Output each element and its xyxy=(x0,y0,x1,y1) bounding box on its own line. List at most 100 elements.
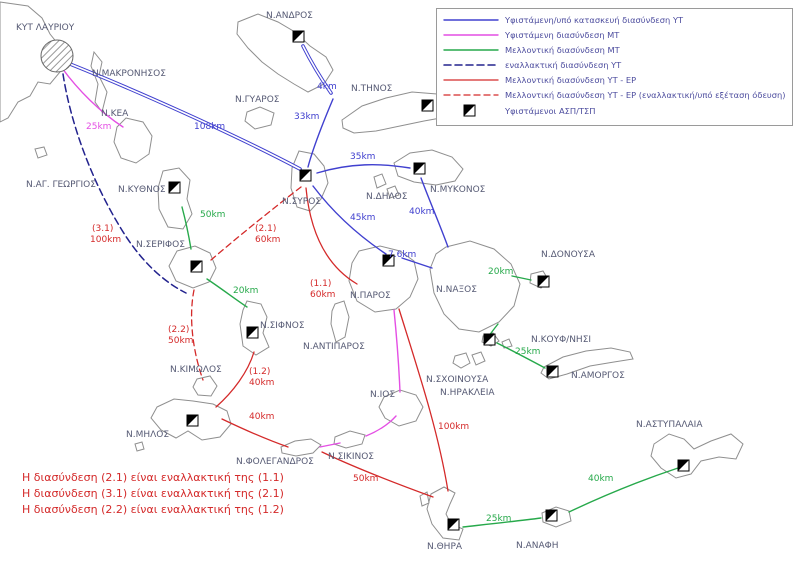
legend-item-ep: Μελλοντική διασύνδεση ΥΤ - ΕΡ xyxy=(505,75,636,85)
link-mv-lavrio-kea xyxy=(61,67,124,128)
ep-label-1-1: (1.1) 60km xyxy=(310,279,335,300)
notes: Η διασύνδεση (2.1) είναι εναλλακτική της… xyxy=(22,471,284,516)
island-agios-georgios-shape xyxy=(34,146,48,159)
label-anafi: Ν.ΑΝΑΦΗ xyxy=(516,541,559,551)
asp-icon-syros xyxy=(299,169,312,182)
island-delos-shape xyxy=(373,173,387,189)
island-labels: ΚΥΤ ΛΑΥΡΙΟΥ Ν.ΜΑΚΡΟΝΗΣΟΣ Ν.ΚΕΑ Ν.ΑΝΔΡΟΣ … xyxy=(16,11,703,552)
label-serifos: Ν.ΣΕΡΙΦΟΣ xyxy=(136,240,185,250)
asp-icon-milos xyxy=(186,414,199,427)
island-folegandros-shape xyxy=(280,438,322,457)
distance-folegandros-thira: 50km xyxy=(353,474,378,484)
legend-item-mv: Υφιστάμενη διασύνδεση ΜΤ xyxy=(504,30,620,40)
label-kythnos: Ν.ΚΥΘΝΟΣ xyxy=(118,185,166,195)
link-hv-tinos-syros xyxy=(307,98,334,168)
island-gyaros-shape xyxy=(244,106,275,130)
islet-south-milos-shape xyxy=(134,441,145,452)
ep-label-1-2-km: 40km xyxy=(249,378,274,388)
link-mv-serifos-sifnos xyxy=(206,278,248,308)
link-ep-milos-folegandros xyxy=(221,418,289,448)
ep-label-2-2-id: (2.2) xyxy=(168,325,189,335)
ep-label-2-1-id: (2.1) xyxy=(255,224,276,234)
label-paros: Ν.ΠΑΡΟΣ xyxy=(350,291,391,301)
label-agios-georgios: Ν.ΑΓ. ΓΕΩΡΓΙΟΣ xyxy=(26,180,96,190)
label-astypalaia: Ν.ΑΣΤΥΠΑΛΑΙΑ xyxy=(636,420,703,430)
legend-box xyxy=(436,8,793,126)
legend-item-ep-alt: Μελλοντική διασύνδεση ΥΤ - ΕΡ (εναλλακτι… xyxy=(505,90,785,100)
link-ep-syros-paros xyxy=(305,187,358,285)
link-hv-mykonos-naxos xyxy=(420,177,449,248)
label-andros: Ν.ΑΝΔΡΟΣ xyxy=(266,11,313,21)
legend-item-hv: Υφιστάμενη/υπό κατασκευή διασύνδεση ΥΤ xyxy=(504,15,684,25)
link-mv-naxos-donousa xyxy=(511,275,532,281)
island-kimolos-shape xyxy=(192,375,218,397)
island-naxos-shape xyxy=(429,240,521,333)
ep-label-3-1-id: (3.1) xyxy=(92,224,113,234)
distance-koufonisi-amorgos: 25km xyxy=(515,347,540,357)
link-hv-syros-mykonos xyxy=(316,164,411,174)
asp-icon-thira xyxy=(447,518,460,531)
ep-label-2-1-km: 60km xyxy=(255,235,280,245)
island-kythnos-shape xyxy=(157,167,193,230)
ep-label-1-1-km: 60km xyxy=(310,290,335,300)
island-thira-shape xyxy=(426,486,464,541)
link-ep-alt-serifos-syros xyxy=(210,186,302,261)
island-andros-shape xyxy=(236,13,334,93)
distance-naxos-donousa: 20km xyxy=(488,267,513,277)
label-mykonos: Ν.ΜΥΚΟΝΟΣ xyxy=(430,185,486,195)
kyt-lavrio-substation-icon xyxy=(40,39,74,73)
ep-label-3-1-km: 100km xyxy=(90,235,121,245)
distance-lavrio-syros: 108km xyxy=(194,122,225,132)
link-alt-hv-lavrio-serifos xyxy=(62,73,187,294)
asp-icon-andros xyxy=(292,30,305,43)
island-paros-shape xyxy=(348,245,419,313)
distance-lavrio-kea: 25km xyxy=(86,122,111,132)
distance-tinos-syros: 33km xyxy=(294,112,319,122)
link-hv-lavrio-syros-inner xyxy=(69,63,301,170)
label-thira: Ν.ΘΗΡΑ xyxy=(427,542,463,552)
island-tinos-shape xyxy=(341,91,453,134)
distance-syros-mykonos: 35km xyxy=(350,152,375,162)
distance-thira-anafi: 25km xyxy=(486,514,511,524)
label-amorgos: Ν.ΑΜΟΡΓΟΣ xyxy=(571,371,625,381)
label-tinos: Ν.ΤΗΝΟΣ xyxy=(351,84,393,94)
link-mv-ios-sikinos xyxy=(365,415,397,437)
link-mv-kythnos-serifos xyxy=(181,206,192,250)
ep-label-2-2: (2.2) 50km xyxy=(168,325,193,346)
island-kea-shape xyxy=(113,117,153,164)
asp-icon-serifos xyxy=(190,260,203,273)
label-naxos: Ν.ΝΑΞΟΣ xyxy=(436,285,477,295)
label-lavrio: ΚΥΤ ΛΑΥΡΙΟΥ xyxy=(16,23,75,33)
distance-paros-thira: 100km xyxy=(438,422,469,432)
island-mykonos-shape xyxy=(393,149,464,186)
asp-icon-amorgos xyxy=(546,365,559,378)
legend-item-alt-hv: εναλλακτική διασύνδεση ΥΤ xyxy=(505,60,622,70)
label-delos: Ν.ΔΗΛΟΣ xyxy=(366,192,408,202)
asp-icon-astypalaia xyxy=(677,459,690,472)
label-irakleia: Ν.ΗΡΑΚΛΕΙΑ xyxy=(440,388,495,398)
label-antiparos: Ν.ΑΝΤΙΠΑΡΟΣ xyxy=(303,342,365,352)
asp-icon-koufonisi xyxy=(483,333,496,346)
link-ep-sifnos-milos xyxy=(215,351,255,408)
link-mv-sikinos-folegandros xyxy=(319,442,341,448)
link-ep-folegandros-thira xyxy=(321,451,434,498)
asp-icon-kythnos xyxy=(168,181,181,194)
label-koufonisi: Ν.ΚΟΥΦ/ΝΗΣΙ xyxy=(531,335,591,345)
island-schinousa-shape xyxy=(471,351,486,366)
island-ios-shape xyxy=(378,389,424,427)
ep-label-2-1: (2.1) 60km xyxy=(255,224,280,245)
label-schinousa: Ν.ΣΧΟΙΝΟΥΣΑ xyxy=(426,375,489,385)
label-makronisos: Ν.ΜΑΚΡΟΝΗΣΟΣ xyxy=(92,69,166,79)
link-mv-koufonisi-amorgos xyxy=(496,342,546,369)
asp-icon-donousa xyxy=(537,275,550,288)
label-sikinos: Ν.ΣΙΚΙΝΟΣ xyxy=(328,452,374,462)
asp-icon-tinos xyxy=(421,99,434,112)
distance-syros-paros: 45km xyxy=(350,213,375,223)
label-kea: Ν.ΚΕΑ xyxy=(101,109,129,119)
island-amorgos-shape xyxy=(540,347,634,380)
distance-anafi-astypalaia: 40km xyxy=(588,474,613,484)
label-kimolos: Ν.ΚΙΜΩΛΟΣ xyxy=(170,365,222,375)
asp-icon-sifnos xyxy=(246,326,259,339)
ep-label-1-2-id: (1.2) xyxy=(249,367,270,377)
